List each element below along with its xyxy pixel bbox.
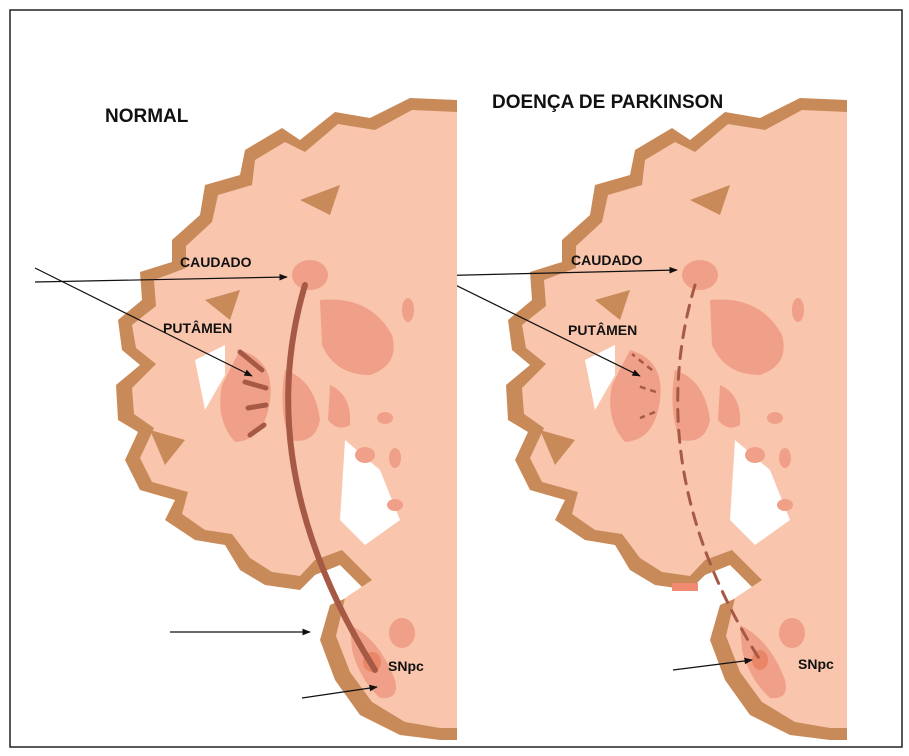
normal-caudate-label: CAUDADO xyxy=(180,254,252,270)
parkinson-snpc-label: SNpc xyxy=(798,656,834,672)
normal-nucleus-small xyxy=(387,499,403,511)
parkinson-gap-mark xyxy=(695,602,715,608)
normal-nucleus-small xyxy=(355,447,375,463)
normal-red-nucleus xyxy=(389,618,415,648)
parkinson-panel xyxy=(425,98,847,740)
normal-caudate xyxy=(292,260,328,290)
parkinson-nucleus-small xyxy=(792,298,804,322)
parkinson-nucleus-small xyxy=(767,412,783,424)
parkinson-nucleus-small xyxy=(777,499,793,511)
normal-snpc-label: SNpc xyxy=(388,658,424,674)
parkinson-caudate xyxy=(682,260,718,290)
parkinson-putamen-label: PUTÂMEN xyxy=(568,321,637,338)
parkinson-gap-mark xyxy=(672,583,698,591)
normal-title: NORMAL xyxy=(105,106,189,127)
normal-putamen-label: PUTÂMEN xyxy=(163,319,232,336)
normal-nucleus-small xyxy=(389,448,401,468)
parkinson-title: DOENÇA DE PARKINSON xyxy=(492,92,723,113)
parkinson-nucleus-small xyxy=(779,448,791,468)
parkinson-caudate-label: CAUDADO xyxy=(571,252,643,268)
normal-nucleus-small xyxy=(377,412,393,424)
parkinson-nucleus-small xyxy=(745,447,765,463)
parkinson-red-nucleus xyxy=(779,618,805,648)
parkinson-gap-mark xyxy=(690,625,708,631)
normal-nucleus-small xyxy=(402,298,414,322)
normal-panel xyxy=(35,98,457,740)
